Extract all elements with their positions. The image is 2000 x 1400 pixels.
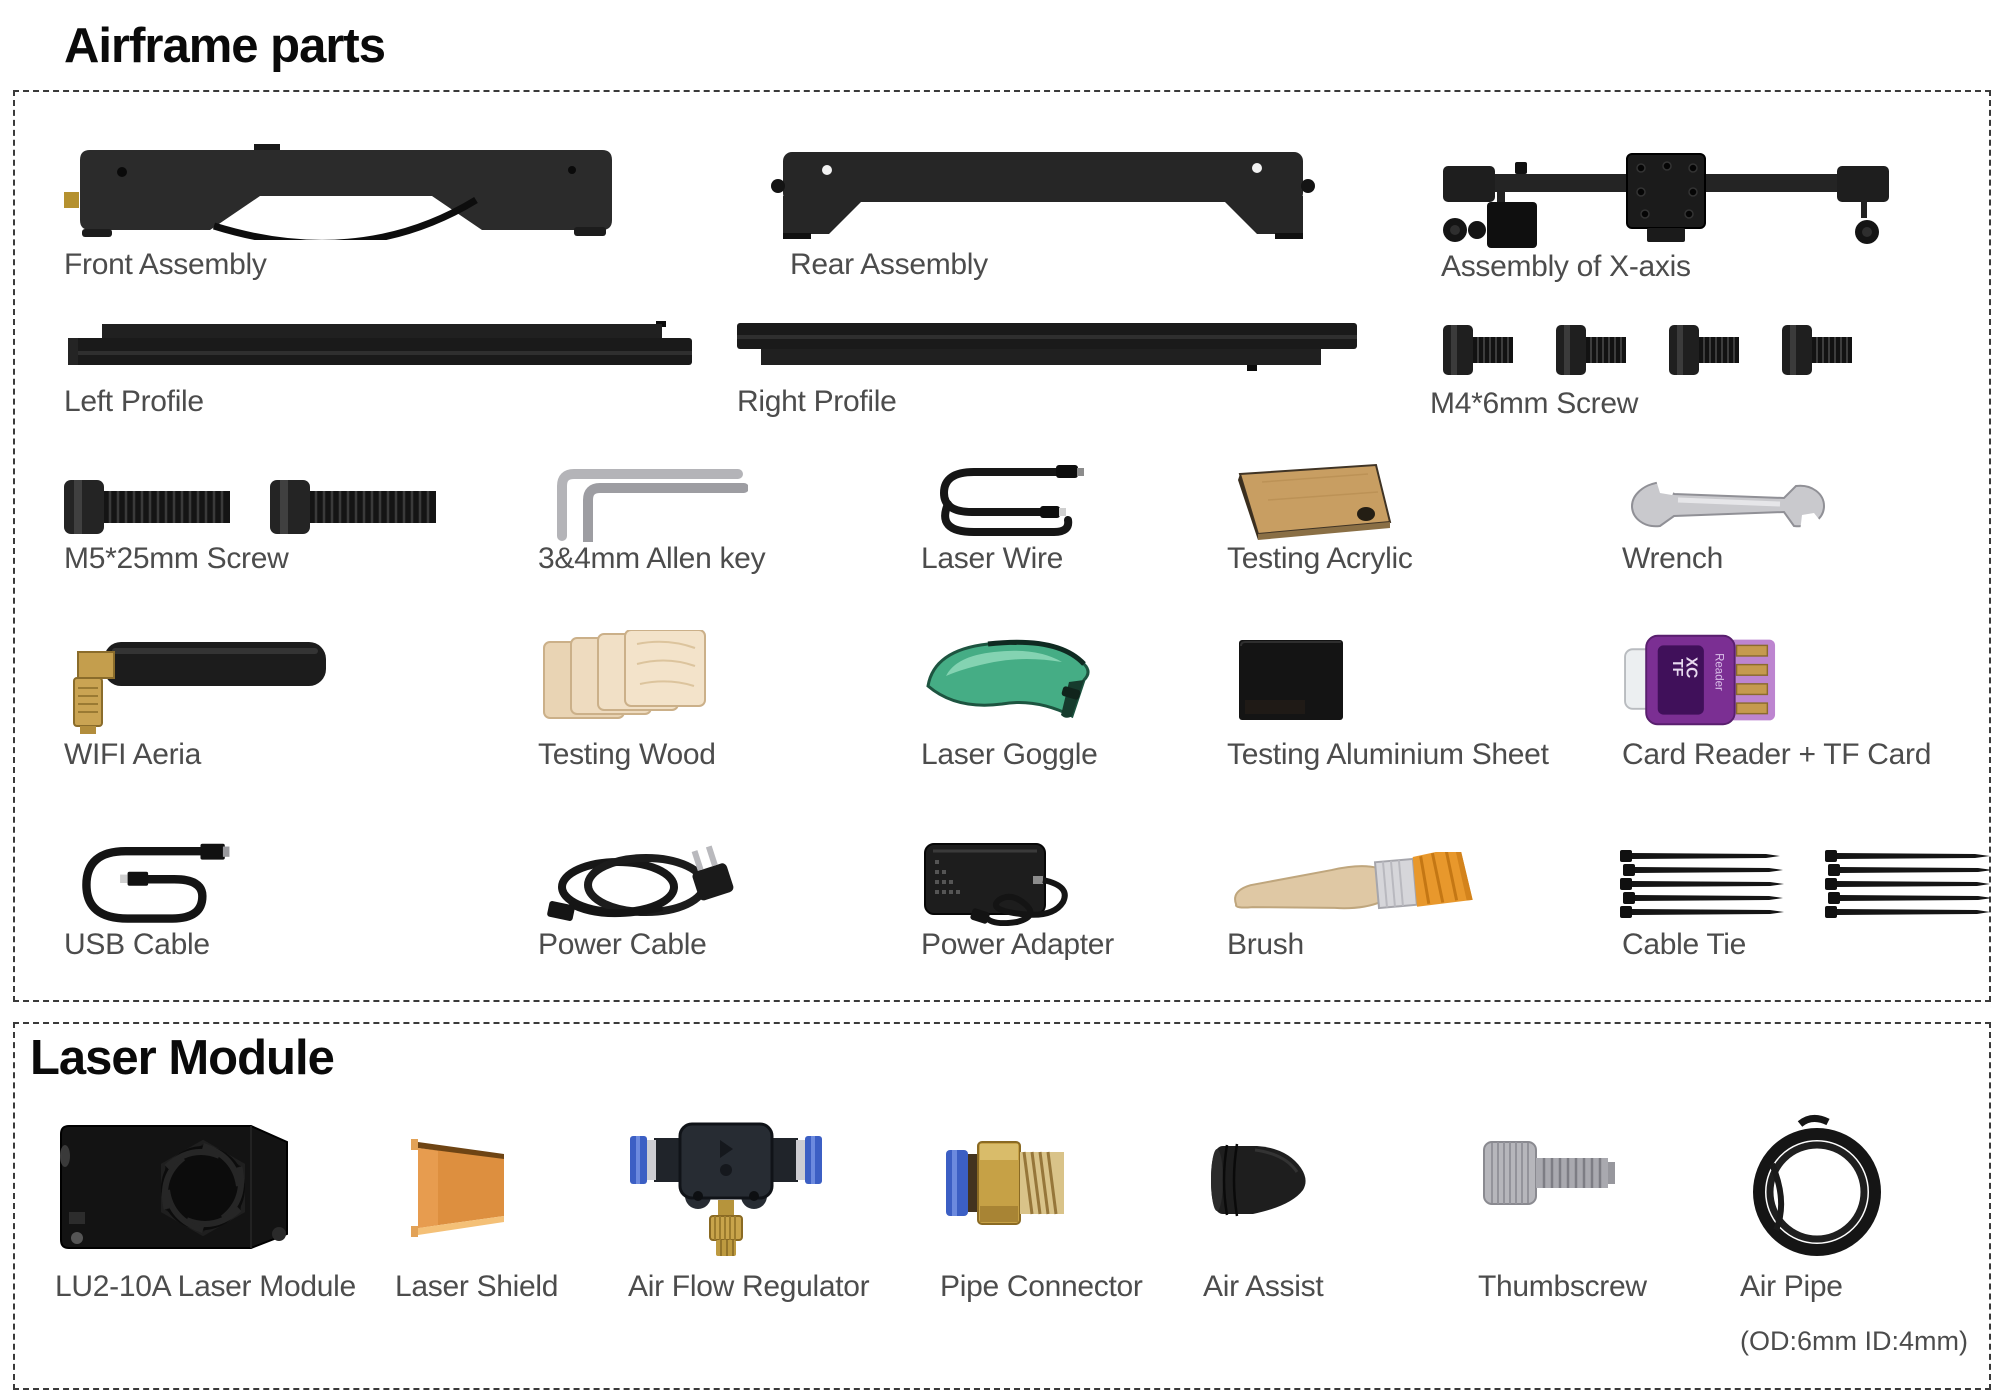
part-label: Testing Aluminium Sheet bbox=[1227, 738, 1549, 771]
airframe-section-border bbox=[13, 90, 1991, 1002]
part-label: Assembly of X-axis bbox=[1441, 250, 1691, 283]
part-label: Right Profile bbox=[737, 385, 897, 418]
laser-shield-icon bbox=[404, 1128, 516, 1246]
part-label: Cable Tie bbox=[1622, 928, 1747, 961]
wrench-icon bbox=[1628, 478, 1828, 532]
part-label: LU2-10A Laser Module bbox=[55, 1270, 356, 1303]
part-label: Pipe Connector bbox=[940, 1270, 1143, 1303]
part-label: Testing Acrylic bbox=[1227, 542, 1413, 575]
part-label: Brush bbox=[1227, 928, 1304, 961]
laser-module-icon bbox=[55, 1116, 303, 1258]
air-pipe-spec-note: (OD:6mm ID:4mm) bbox=[1740, 1326, 1968, 1356]
card-reader-xc-text: XC bbox=[1683, 657, 1700, 678]
cable-tie-icon bbox=[1620, 850, 1990, 918]
air-pipe-icon bbox=[1742, 1112, 1892, 1264]
card-reader-reader-text: Reader bbox=[1712, 653, 1724, 691]
part-label: WIFI Aeria bbox=[64, 738, 202, 771]
part-label: Front Assembly bbox=[64, 248, 267, 281]
power-adapter-icon bbox=[921, 842, 1117, 926]
m4-screw-icon bbox=[1443, 322, 1893, 378]
laser-goggle-icon bbox=[916, 632, 1104, 728]
part-label: 3&4mm Allen key bbox=[538, 542, 766, 575]
card-reader-tf-text: TF bbox=[1669, 659, 1685, 677]
part-label: Power Adapter bbox=[921, 928, 1114, 961]
laser-module-section-title: Laser Module bbox=[30, 1031, 335, 1085]
part-label: Testing Wood bbox=[538, 738, 716, 771]
m5-screw-icon bbox=[64, 478, 436, 536]
part-label: Left Profile bbox=[64, 385, 204, 418]
x-axis-assembly-icon bbox=[1431, 140, 1901, 252]
part-label: Wrench bbox=[1622, 542, 1724, 575]
brush-icon bbox=[1227, 852, 1485, 920]
pipe-connector-icon bbox=[944, 1134, 1068, 1234]
aluminium-sheet-icon bbox=[1237, 638, 1347, 724]
part-label: Laser Wire bbox=[921, 542, 1064, 575]
card-reader-icon: TF XC Reader bbox=[1620, 630, 1782, 730]
left-profile-icon bbox=[64, 321, 696, 367]
part-label: Air Pipe bbox=[1740, 1270, 1843, 1303]
laser-wire-icon bbox=[928, 460, 1086, 538]
air-assist-icon bbox=[1205, 1140, 1317, 1220]
front-assembly-icon bbox=[64, 144, 628, 240]
laser-module-section-border bbox=[13, 1022, 1991, 1390]
part-label: Air Flow Regulator bbox=[628, 1270, 870, 1303]
power-cable-icon bbox=[540, 845, 748, 923]
thumbscrew-icon bbox=[1480, 1140, 1630, 1212]
testing-wood-icon bbox=[542, 630, 732, 722]
wifi-antenna-icon bbox=[62, 636, 332, 734]
airframe-section-title: Airframe parts bbox=[64, 19, 386, 73]
rear-assembly-icon bbox=[765, 148, 1320, 241]
part-label: Thumbscrew bbox=[1478, 1270, 1647, 1303]
air-flow-regulator-icon bbox=[628, 1112, 824, 1262]
part-label: Card Reader + TF Card bbox=[1622, 738, 1932, 771]
testing-acrylic-icon bbox=[1228, 460, 1398, 540]
part-label: Power Cable bbox=[538, 928, 707, 961]
allen-key-icon bbox=[548, 460, 748, 542]
part-label: USB Cable bbox=[64, 928, 210, 961]
part-label: Air Assist bbox=[1203, 1270, 1324, 1303]
usb-cable-icon bbox=[64, 840, 236, 926]
part-label: Laser Shield bbox=[395, 1270, 559, 1303]
part-label: M5*25mm Screw bbox=[64, 542, 289, 575]
right-profile-icon bbox=[735, 321, 1361, 371]
part-label: Rear Assembly bbox=[790, 248, 988, 281]
part-label: Laser Goggle bbox=[921, 738, 1098, 771]
part-label: M4*6mm Screw bbox=[1430, 387, 1639, 420]
